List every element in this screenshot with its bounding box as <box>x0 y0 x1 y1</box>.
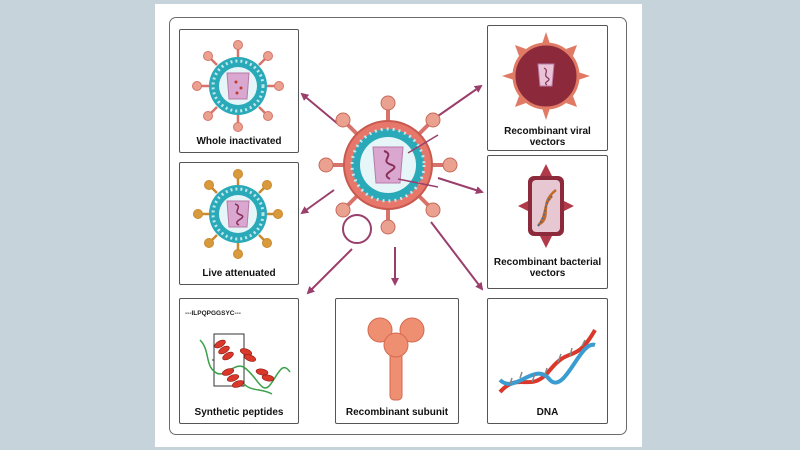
arrow-to-live-attenuated <box>300 189 335 215</box>
arrow-to-whole-inactivated <box>300 92 339 125</box>
label-live-attenuated: Live attenuated <box>202 268 276 279</box>
arrows <box>300 84 484 295</box>
arrow-to-viral-vectors <box>437 84 483 117</box>
arrow-to-synthetic-peptides <box>306 248 353 295</box>
highlight-circle <box>342 214 372 244</box>
whole-inactivated-virus <box>192 40 284 132</box>
arrow-to-bacterial-vectors <box>437 177 484 194</box>
central-virus <box>318 95 458 235</box>
label-synthetic-peptides: Synthetic peptides <box>194 407 284 418</box>
viral-vector <box>502 32 590 120</box>
live-attenuated-virus <box>193 169 283 259</box>
dna-helix <box>498 329 597 394</box>
bacterial-vector <box>518 164 574 248</box>
label-recombinant-subunit: Recombinant subunit <box>345 407 449 418</box>
peptide-sequence: ---ILPQPGGSYC--- <box>185 310 241 317</box>
label-dna: DNA <box>536 407 559 418</box>
peptide-ribbon <box>199 333 291 395</box>
panel-synthetic-peptides: ---ILPQPGGSYC--- Synthetic peptides <box>179 298 299 424</box>
subunit-protein <box>367 317 425 401</box>
arrow-to-dna <box>430 221 484 291</box>
label-recombinant-viral-vectors: Recombinant viral vectors <box>504 126 591 148</box>
label-recombinant-bacterial-vectors: Recombinant bacterial vectors <box>493 257 602 279</box>
label-whole-inactivated: Whole inactivated <box>196 136 282 147</box>
panel-dna: DNA <box>487 298 608 424</box>
